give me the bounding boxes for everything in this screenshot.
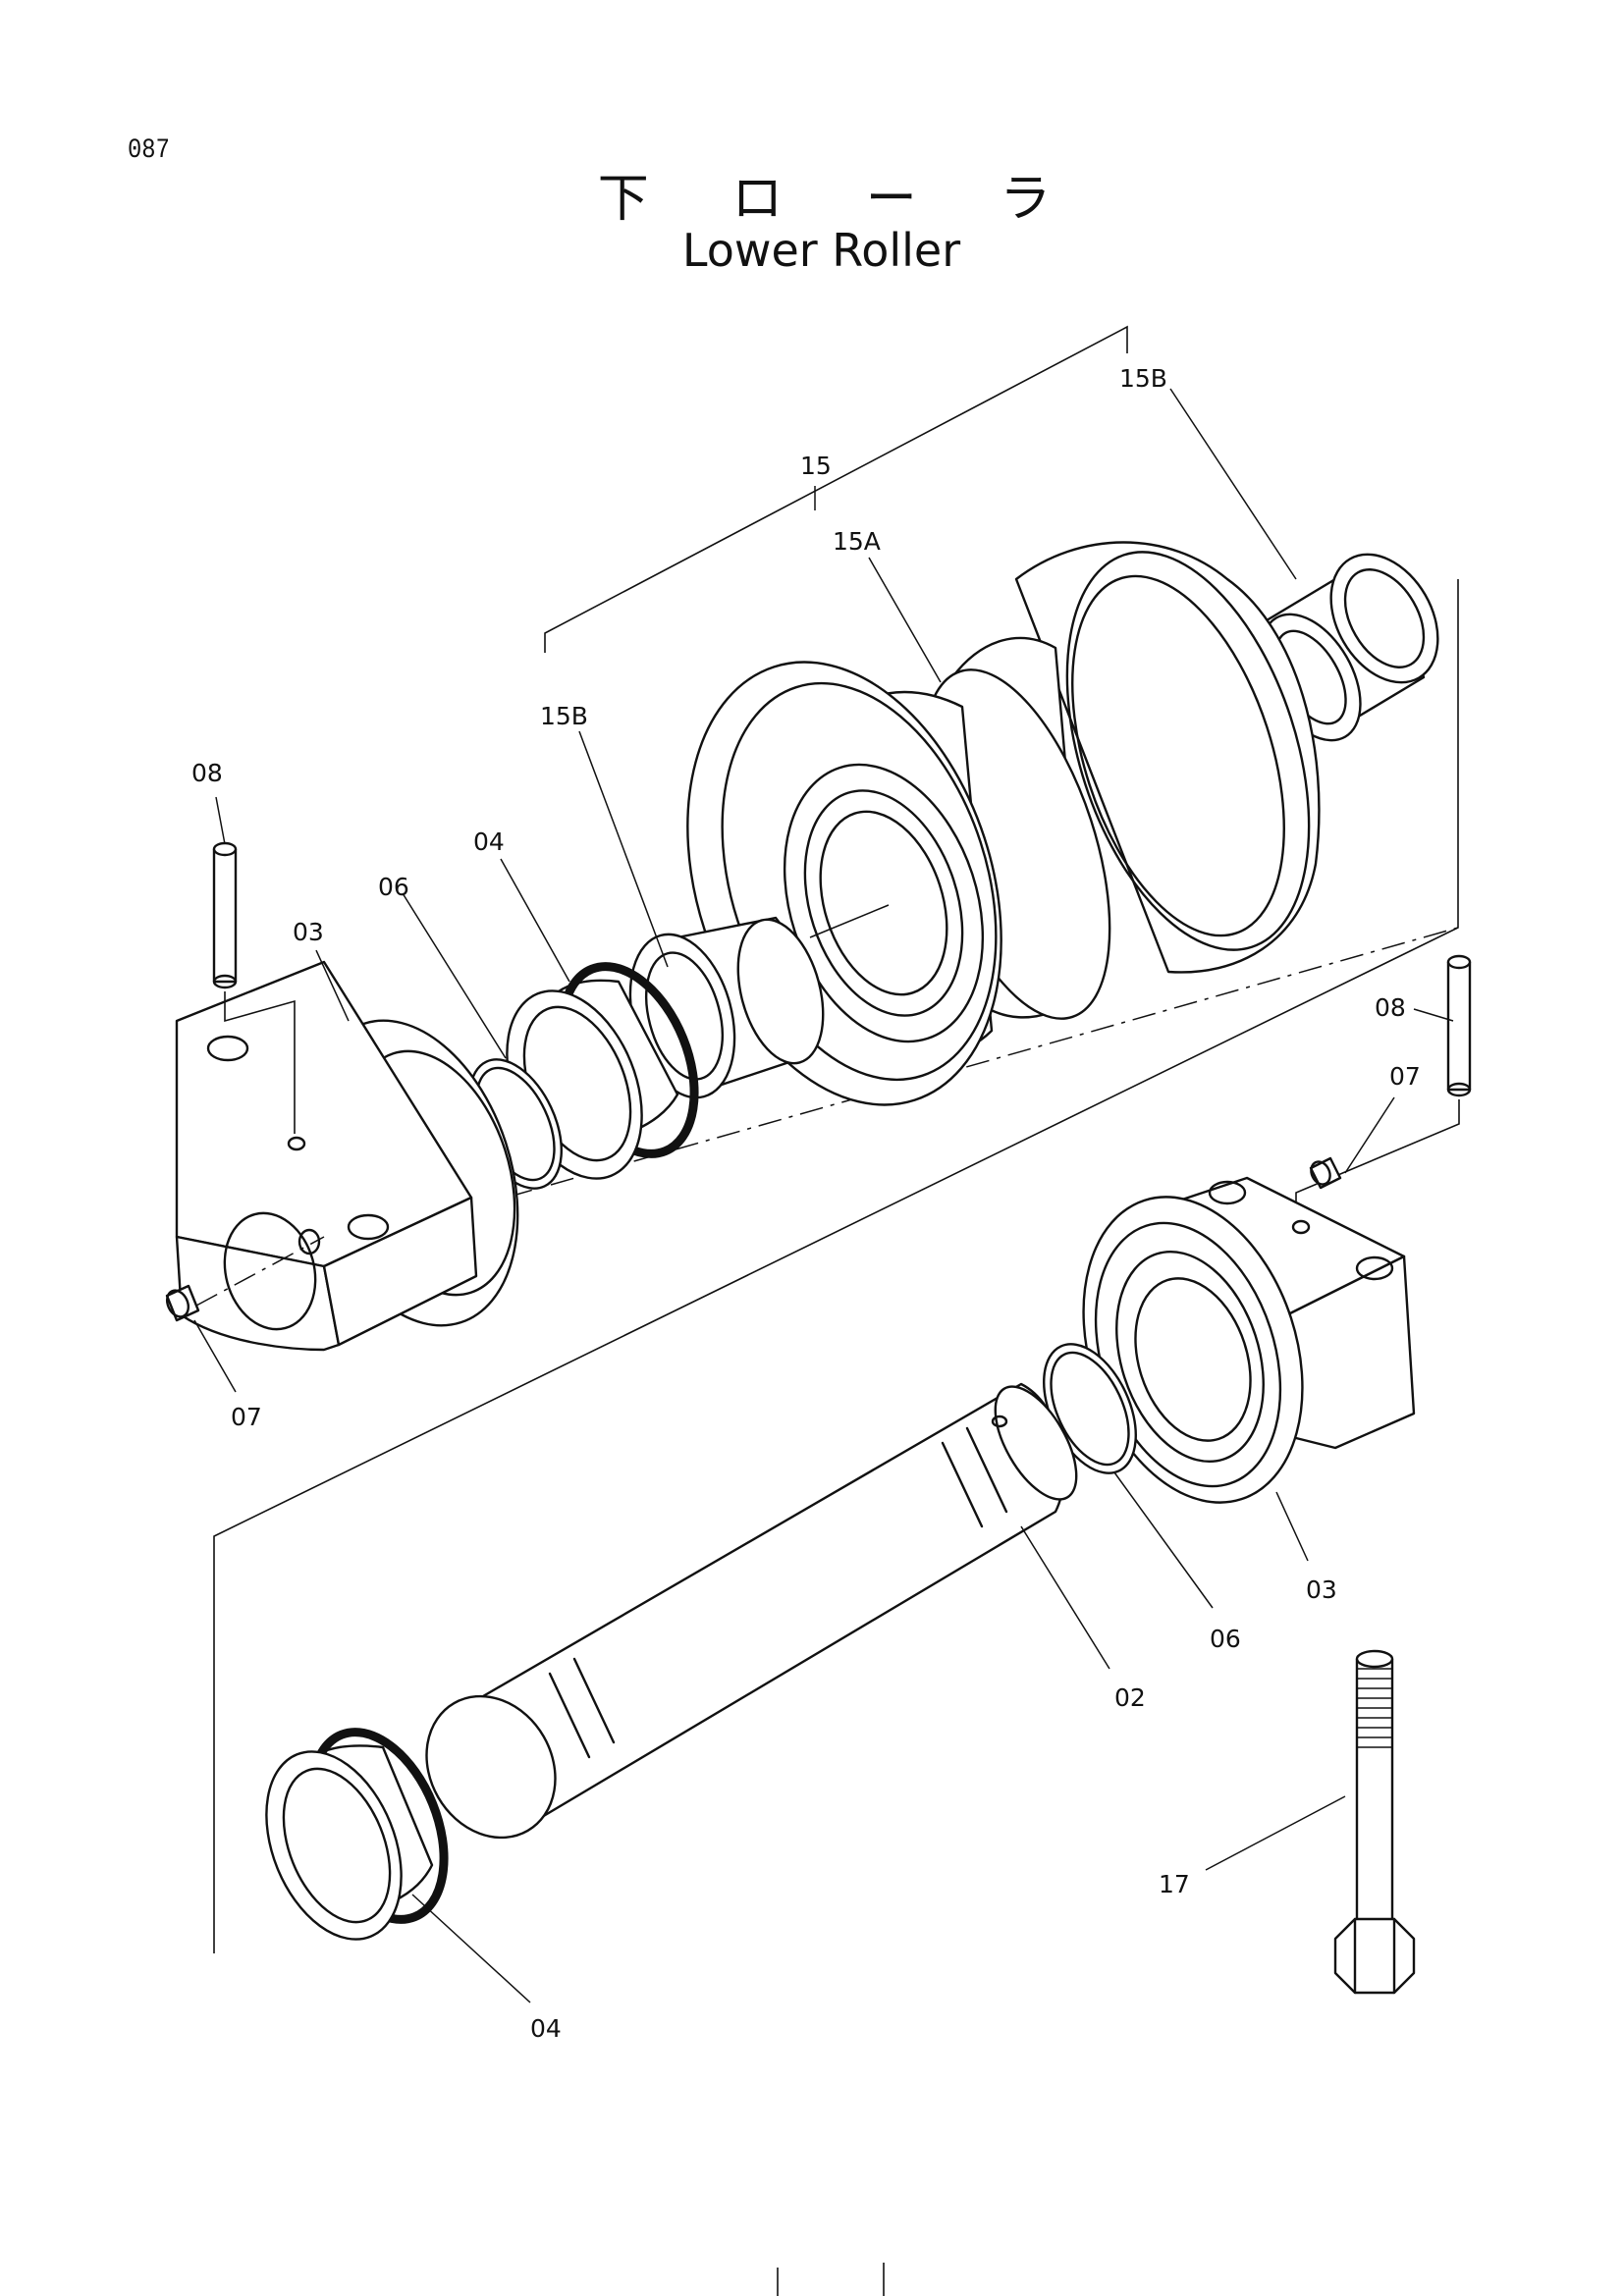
part-08-left-pin [212,841,296,1134]
part-07-right-set-screw [1309,1156,1342,1190]
label-15a: 15A [833,527,881,556]
part-15b-right-bushing [1260,553,1439,742]
label-02: 02 [1114,1683,1146,1712]
label-06-left: 06 [378,873,409,901]
part-17-bolt [1333,1649,1416,1995]
scan-artifacts [777,2263,885,2296]
label-03-left: 03 [293,918,324,946]
assembly-bracket-lines [213,325,1459,1953]
label-17: 17 [1159,1870,1190,1898]
label-08-right: 08 [1375,993,1406,1022]
part-labels: 15B 15 15A 15B 08 04 06 03 07 08 07 03 0… [191,364,1421,2043]
label-04-bottom: 04 [530,2014,562,2043]
part-02-shaft [425,1382,1078,1840]
label-15b-left: 15B [540,702,588,730]
part-03-right-housing [1082,1176,1416,1504]
label-15: 15 [800,452,832,480]
label-06-right: 06 [1210,1625,1241,1653]
label-04-top: 04 [473,828,505,856]
label-08-left: 08 [191,759,223,787]
part-04-upper-seal [506,962,699,1180]
title-japanese: 下 ロ ー ラ [597,170,1085,229]
part-08-right-pin [1295,954,1472,1232]
part-03-left-housing [175,960,519,1352]
label-03-right: 03 [1306,1575,1337,1604]
page-number: 087 [128,135,170,166]
label-15b-top: 15B [1119,364,1167,393]
part-07-left-set-screw [165,1284,200,1322]
label-07-left: 07 [231,1403,262,1431]
part-04-lower-seal [265,1728,449,1941]
leader-lines [193,388,1454,2003]
title-english: Lower Roller [681,224,961,277]
label-07-right: 07 [1389,1062,1421,1091]
